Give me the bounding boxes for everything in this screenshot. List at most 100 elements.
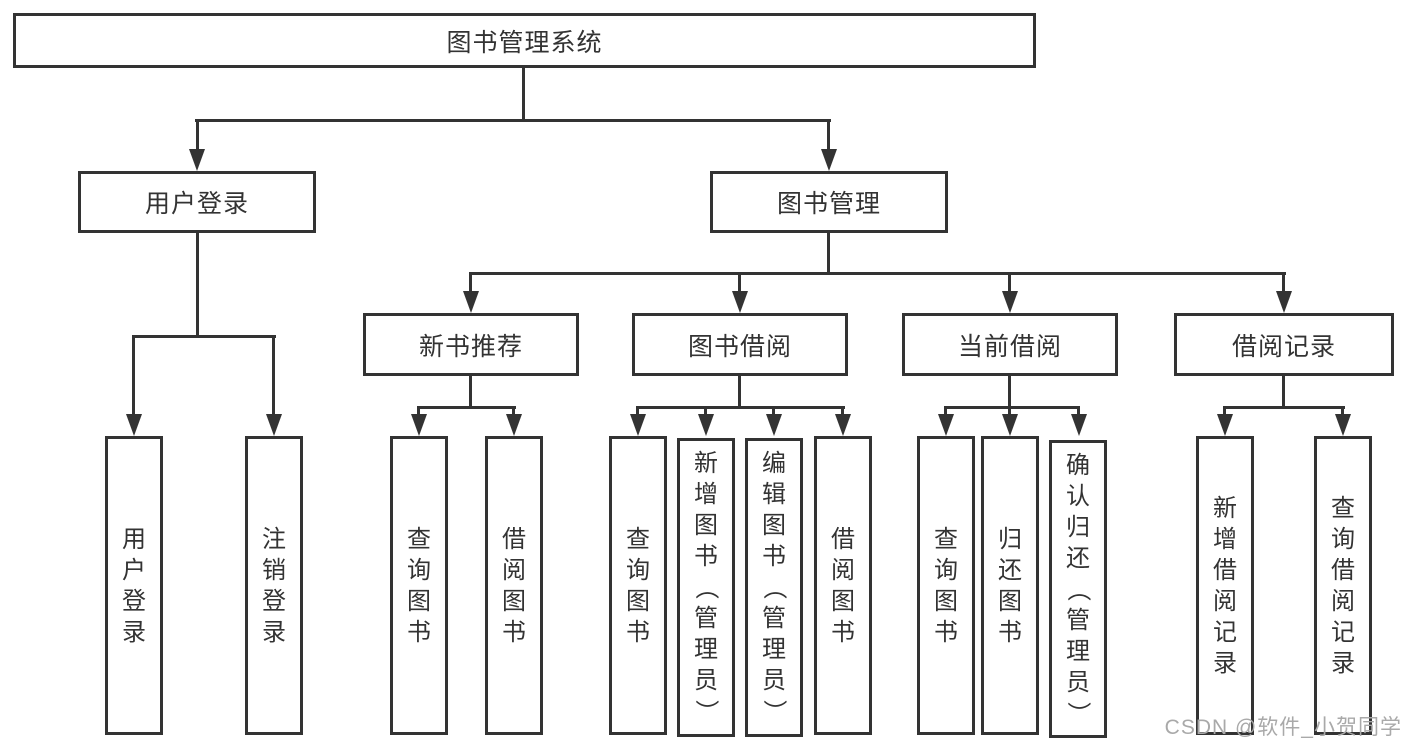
leaf-label-char: 新: [694, 450, 718, 477]
leaf-label-char: 理: [762, 636, 786, 663]
leaf-label-char: 增: [1213, 525, 1237, 553]
connector-line: [738, 272, 741, 293]
leaf-label-char: 书: [998, 618, 1022, 646]
leaf-label-char: 询: [934, 556, 958, 584]
leaf-label-char: 增: [694, 481, 718, 508]
node-current-borrowing: 当前借阅: [902, 313, 1118, 376]
leaf-label-char: 借: [831, 525, 855, 553]
arrowhead-icon: [126, 414, 142, 436]
leaf-label-char: 登: [122, 587, 146, 615]
leaf-label-char: 辑: [762, 481, 786, 508]
arrowhead-icon: [732, 291, 748, 313]
connector-line: [132, 335, 276, 338]
leaf-label-char: 查: [407, 525, 431, 553]
leaf-label-char: 查: [934, 525, 958, 553]
arrowhead-icon: [835, 414, 851, 436]
node-new-book-recommend: 新书推荐: [363, 313, 579, 376]
leaf-label-char: 书: [831, 618, 855, 646]
leaf-user-login: 用户登录: [105, 436, 163, 735]
leaf-query-books-recommend: 查询图书: [390, 436, 448, 735]
arrowhead-icon: [463, 291, 479, 313]
leaf-add-borrow-record: 新增借阅记录: [1196, 436, 1254, 735]
connector-line: [827, 233, 830, 275]
leaf-label-char: 注: [262, 525, 286, 553]
leaf-label-char: 认: [1066, 482, 1090, 510]
connector-line: [195, 119, 831, 122]
leaf-label-char: 查: [626, 525, 650, 553]
leaf-label-char: 理: [1066, 637, 1090, 665]
node-book-management: 图书管理: [710, 171, 948, 233]
leaf-label-char: ）: [1064, 701, 1092, 725]
arrowhead-icon: [821, 149, 837, 171]
leaf-label-char: 借: [502, 525, 526, 553]
connector-line: [841, 406, 844, 416]
arrowhead-icon: [266, 414, 282, 436]
arrowhead-icon: [630, 414, 646, 436]
connector-line: [1282, 376, 1285, 409]
connector-line: [1008, 406, 1011, 416]
leaf-add-book-admin: 新增图书（管理员）: [677, 438, 735, 737]
connector-line: [196, 119, 199, 151]
leaf-label-char: 查: [1331, 494, 1355, 522]
leaf-label-char: 书: [694, 543, 718, 570]
leaf-label-char: 新: [1213, 494, 1237, 522]
connector-line: [1077, 406, 1080, 416]
leaf-label-char: 管: [762, 605, 786, 632]
leaf-label-char: 员: [1066, 668, 1090, 696]
node-root-label: 图书管理系统: [446, 28, 603, 57]
connector-line: [1008, 376, 1011, 409]
leaf-label-char: 图: [934, 587, 958, 615]
leaf-label-char: 录: [1213, 649, 1237, 677]
leaf-logout-login: 注销登录: [245, 436, 303, 735]
arrowhead-icon: [189, 149, 205, 171]
node-book-management-label: 图书管理: [776, 190, 881, 218]
connector-line: [636, 406, 639, 416]
arrowhead-icon: [698, 414, 714, 436]
arrowhead-icon: [1002, 414, 1018, 436]
leaf-label-char: 询: [1331, 525, 1355, 553]
leaf-label-char: （: [760, 575, 788, 600]
connector-line: [1223, 406, 1345, 409]
connector-line: [417, 406, 420, 416]
leaf-label-char: 图: [502, 587, 526, 615]
connector-line: [132, 335, 135, 415]
leaf-label-char: 销: [262, 556, 286, 584]
connector-line: [704, 406, 707, 416]
leaf-label-char: 阅: [1331, 587, 1355, 615]
leaf-label-char: 归: [998, 525, 1022, 553]
connector-line: [469, 272, 1286, 275]
leaf-edit-book-admin: 编辑图书（管理员）: [745, 438, 803, 737]
leaf-label-char: 编: [762, 450, 786, 477]
leaf-label-char: 录: [122, 618, 146, 646]
arrowhead-icon: [506, 414, 522, 436]
leaf-label-char: 录: [262, 618, 286, 646]
connector-line: [738, 376, 741, 409]
connector-line: [469, 272, 472, 293]
leaf-label-char: 登: [262, 587, 286, 615]
leaf-label-char: 书: [626, 618, 650, 646]
leaf-label-char: 理: [694, 636, 718, 663]
connector-line: [522, 68, 525, 122]
leaf-label-char: 书: [762, 543, 786, 570]
node-root: 图书管理系统: [13, 13, 1036, 68]
leaf-label-char: 还: [1066, 544, 1090, 572]
connector-line: [1223, 406, 1226, 416]
node-book-borrowing-label: 图书借阅: [687, 332, 792, 361]
node-current-borrowing-label: 当前借阅: [957, 332, 1062, 361]
leaf-label-char: 询: [626, 556, 650, 584]
leaf-label-char: 员: [762, 667, 786, 694]
node-book-borrowing: 图书借阅: [632, 313, 848, 376]
leaf-label-char: 确: [1066, 451, 1090, 479]
arrowhead-icon: [938, 414, 954, 436]
node-user-login: 用户登录: [78, 171, 316, 233]
node-borrowing-records-label: 借阅记录: [1231, 332, 1336, 361]
leaf-label-char: 图: [407, 587, 431, 615]
leaf-label-char: 用: [122, 525, 146, 553]
connector-line: [1341, 406, 1344, 416]
leaf-label-char: 图: [694, 512, 718, 539]
connector-line: [417, 406, 516, 409]
arrowhead-icon: [1335, 414, 1351, 436]
leaf-label-char: 书: [407, 618, 431, 646]
leaf-label-char: 管: [1066, 606, 1090, 634]
